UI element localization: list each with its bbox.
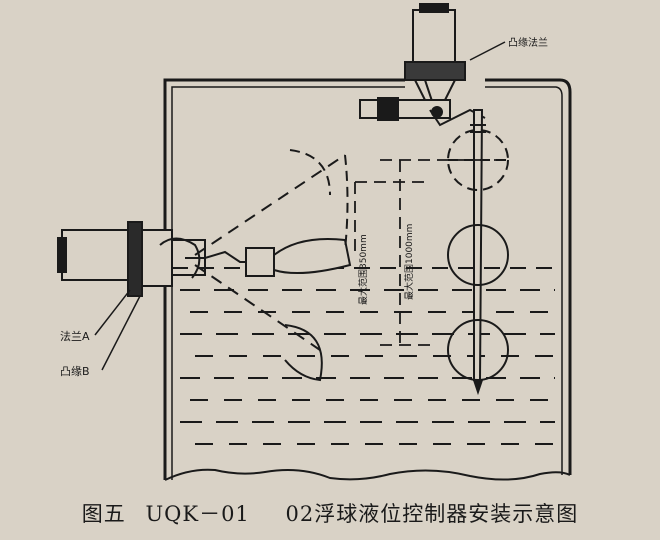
tank: [163, 78, 572, 481]
float-travel: [194, 149, 349, 382]
liquid: [172, 267, 562, 445]
dimension-lines: [354, 159, 500, 346]
side-controller: [57, 221, 352, 297]
leader-lines: [94, 41, 506, 371]
flange-a-label: 法兰A: [60, 329, 90, 343]
range-1000-label: 最大范围1000mm: [403, 224, 415, 300]
caption-prefix: 图五: [81, 502, 126, 526]
range-350-label: 最大范围350mm: [357, 234, 369, 305]
figure-caption: 图五 UQK－01 02浮球液位控制器安装示意图: [0, 498, 660, 538]
boss-b-label: 凸缘B: [60, 365, 90, 378]
installation-diagram: 凸缘法兰 法兰A 凸缘B 最大范围350mm 最大范围1000mm: [57, 3, 572, 481]
caption-title: 02浮球液位控制器安装示意图: [285, 502, 579, 526]
caption-model: UQK－01: [145, 502, 250, 526]
top-controller: [359, 3, 486, 127]
top-flange-label: 凸缘法兰: [508, 36, 548, 49]
